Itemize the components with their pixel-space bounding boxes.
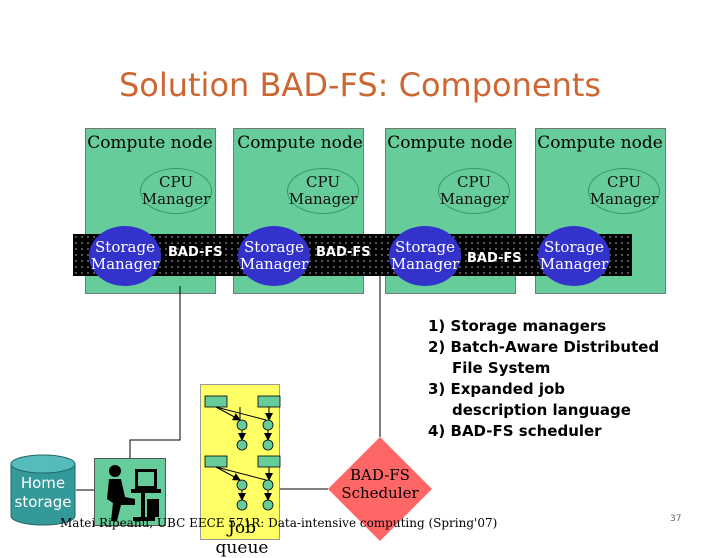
list-item: 4) BAD-FS scheduler — [428, 422, 602, 440]
diagram-connectors — [76, 276, 381, 511]
cpu-manager: CPU Manager — [287, 168, 359, 214]
list-item: 1) Storage managers — [428, 317, 607, 335]
components-list: 1) Storage managers 2) Batch-Aware Distr… — [428, 316, 659, 442]
computer-user-icon — [107, 465, 161, 521]
list-item-continuation: File System — [452, 359, 551, 377]
list-item: 2) Batch-Aware Distributed — [428, 338, 660, 356]
compute-node-label: Compute node — [237, 133, 363, 153]
slide-title: Solution BAD-FS: Components — [118, 66, 602, 104]
badfs-label: BAD-FS — [316, 245, 371, 260]
compute-node-label: Compute node — [537, 133, 663, 153]
scheduler-label: BAD-FS Scheduler — [341, 466, 419, 502]
list-item-continuation: description language — [452, 401, 631, 419]
badfs-label: BAD-FS — [168, 245, 223, 260]
storage-manager: Storage Manager — [538, 226, 610, 286]
storage-manager: Storage Manager — [238, 226, 310, 286]
storage-manager: Storage Manager — [89, 226, 161, 286]
user-box — [94, 458, 166, 526]
home-storage-label: Home storage — [14, 474, 72, 511]
storage-manager: Storage Manager — [389, 226, 461, 286]
cpu-manager: CPU Manager — [438, 168, 510, 214]
badfs-label: BAD-FS — [467, 251, 522, 266]
page-number: 37 — [670, 514, 682, 524]
list-item: 3) Expanded job — [428, 380, 566, 398]
home-storage-cylinder-icon — [10, 454, 76, 526]
compute-node-label: Compute node — [387, 133, 513, 153]
cpu-manager: CPU Manager — [140, 168, 212, 214]
compute-node-label: Compute node — [87, 133, 213, 153]
cpu-manager: CPU Manager — [588, 168, 660, 214]
slide-footer: Matei Ripeanu, UBC EECE 571R: Data-inten… — [60, 516, 498, 530]
